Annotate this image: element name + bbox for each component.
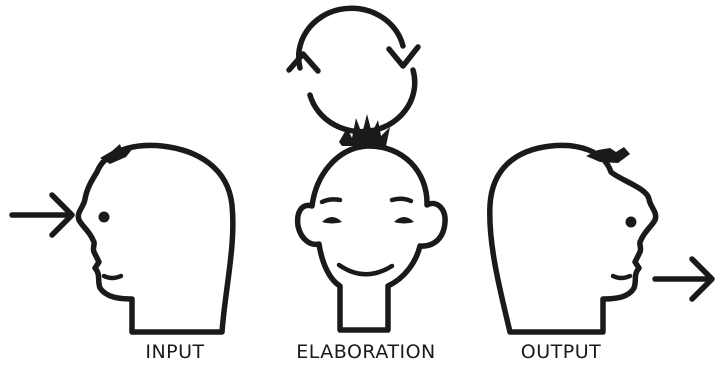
elaboration-label: ELABORATION [296, 343, 436, 362]
input-label: INPUT [145, 343, 204, 362]
input-arrow-icon [12, 195, 72, 235]
elaboration-head-icon [298, 114, 445, 330]
output-arrow-icon [655, 259, 712, 299]
cycle-arrows-icon [289, 8, 418, 131]
output-label: OUTPUT [521, 343, 601, 362]
output-head-icon [490, 145, 656, 332]
input-head-icon [78, 144, 233, 332]
